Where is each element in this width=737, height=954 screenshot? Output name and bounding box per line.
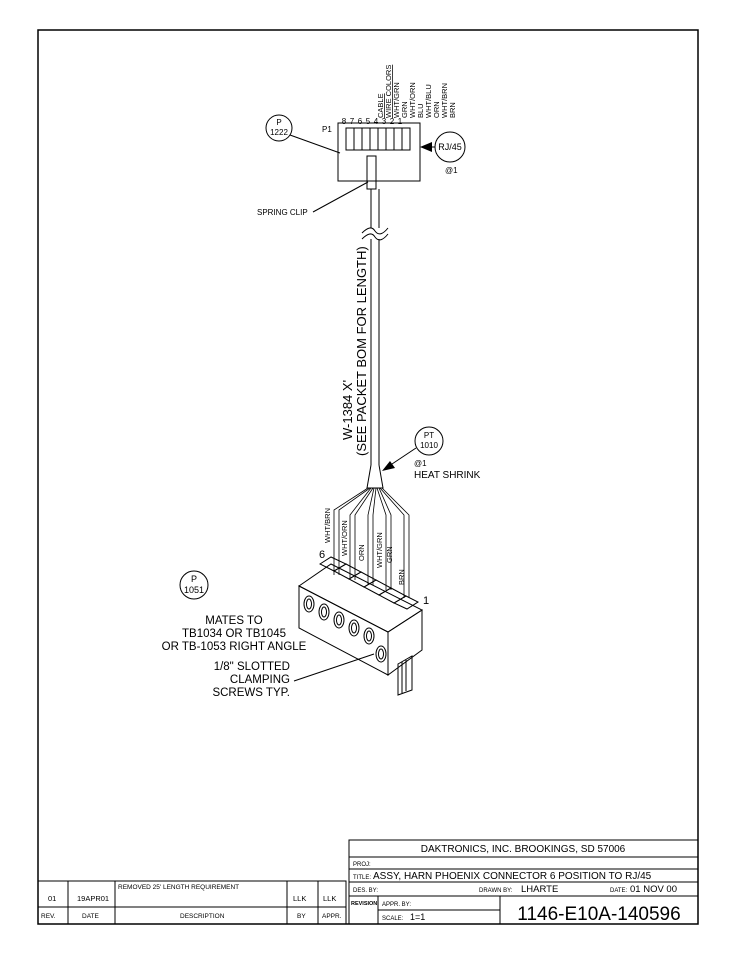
wire-label-orn: ORN (357, 544, 366, 561)
heat-shrink-label: HEAT SHRINK (414, 470, 481, 481)
heat-shrink (366, 464, 384, 489)
pin-number-6: 6 (358, 117, 363, 126)
wire-label-grn: GRN (385, 546, 394, 563)
svg-text:DATE: DATE (82, 913, 100, 920)
pin-color-2: GRN (400, 101, 409, 118)
des-label: DES. BY: (353, 888, 378, 894)
fanout-wires (333, 487, 410, 598)
svg-text:@1: @1 (445, 166, 458, 175)
wire-colors-header: CABLE (376, 93, 385, 118)
scale-label: SCALE: (382, 916, 404, 922)
p1-label: P1 (322, 125, 332, 134)
revision-label: REVISION (351, 901, 377, 907)
balloon-p1222: P 1222 (265, 114, 341, 154)
svg-text:P: P (191, 574, 197, 584)
title-label: TITLE: (353, 875, 371, 881)
pin-number-4: 4 (374, 117, 379, 126)
cable (361, 189, 389, 465)
balloon-p1051: P 1051 (179, 570, 209, 600)
rev-by: LLK (293, 894, 306, 903)
rev-appr: LLK (323, 894, 336, 903)
date-label: DATE: (610, 888, 628, 894)
screws-note: 1/8" SLOTTED CLAMPING SCREWS TYP. (212, 661, 290, 699)
pin-number-1: 1 (398, 117, 403, 126)
screws-leader (293, 653, 375, 682)
wire-color-legend: CABLE WIRE COLORS WHT/GRN GRN WHT/ORN BL… (376, 65, 457, 118)
company-name: DAKTRONICS, INC. BROOKINGS, SD 57006 (421, 844, 626, 855)
balloon-pt1010: PT 1010 (382, 426, 444, 471)
terminal-pin-1: 1 (423, 595, 429, 607)
svg-text:MATES TO: MATES TO (205, 615, 263, 627)
svg-text:OR TB-1053 RIGHT ANGLE: OR TB-1053 RIGHT ANGLE (162, 641, 307, 653)
svg-text:CLAMPING: CLAMPING (230, 674, 290, 686)
terminal-wire-labels: WHT/BRN WHT/ORN ORN WHT/GRN GRN BRN (323, 508, 406, 585)
phoenix-terminal-block (298, 556, 424, 696)
cable-length-note: (SEE PACKET BOM FOR LENGTH) (354, 246, 369, 456)
svg-text:SCREWS TYP.: SCREWS TYP. (212, 687, 290, 699)
spring-clip (366, 155, 377, 190)
pin-color-1: WHT/GRN (392, 82, 401, 118)
pin-number-2: 2 (390, 117, 395, 126)
rj45-callout: RJ/45 @1 (420, 131, 466, 175)
svg-text:1010: 1010 (420, 441, 438, 450)
rj45-connector (337, 122, 421, 190)
cable-part: W-1384 X' (340, 380, 355, 440)
appr-label: APPR. BY: (382, 902, 411, 908)
terminal-pin-6: 6 (319, 549, 325, 561)
wire-label-wht-grn: WHT/GRN (375, 532, 384, 568)
svg-text:P: P (276, 118, 281, 127)
pin-color-7: WHT/BRN (440, 83, 449, 118)
drawing-date: 01 NOV 00 (630, 884, 677, 895)
drawing-title: ASSY, HARN PHOENIX CONNECTOR 6 POSITION … (373, 871, 652, 882)
svg-text:BY: BY (297, 913, 306, 920)
rev-number: 01 (48, 894, 56, 903)
pin-color-5: WHT/BLU (424, 84, 433, 118)
heat-shrink-qty: @1 (414, 459, 427, 468)
revision-headers: REV. DATE DESCRIPTION BY APPR. (41, 913, 342, 920)
wire-label-wht-orn: WHT/ORN (340, 520, 349, 556)
pin-number-8: 8 (342, 117, 347, 126)
drawn-label: DRAWN BY: (479, 888, 513, 894)
p1-pin-numbers: 1 2 3 4 5 6 7 8 (342, 117, 403, 126)
svg-text:1051: 1051 (184, 585, 204, 595)
scale-value: 1=1 (410, 912, 425, 922)
svg-text:REV.: REV. (41, 913, 56, 920)
revision-row: 01 19APR01 REMOVED 25' LENGTH REQUIREMEN… (48, 884, 336, 903)
cable-label: W-1384 X' (SEE PACKET BOM FOR LENGTH) (340, 246, 369, 456)
svg-text:1/8" SLOTTED: 1/8" SLOTTED (214, 661, 290, 673)
svg-text:TB1034 OR TB1045: TB1034 OR TB1045 (182, 628, 286, 640)
title-block (348, 839, 699, 925)
sheet-border (37, 29, 699, 925)
pin-number-5: 5 (366, 117, 371, 126)
pin-number-7: 7 (350, 117, 355, 126)
wire-label-wht-brn: WHT/BRN (323, 508, 332, 543)
svg-text:RJ/45: RJ/45 (438, 142, 462, 152)
pin-color-4: BLU (416, 103, 425, 118)
spring-clip-leader (312, 181, 369, 213)
wire-colors-header-2: WIRE COLORS (384, 65, 393, 118)
rev-date: 19APR01 (77, 894, 109, 903)
svg-text:PT: PT (424, 431, 434, 440)
revision-block (37, 880, 347, 925)
pin-color-8: BRN (448, 102, 457, 118)
pin-color-6: ORN (432, 101, 441, 118)
mates-note: MATES TO TB1034 OR TB1045 OR TB-1053 RIG… (162, 615, 307, 653)
rev-description: REMOVED 25' LENGTH REQUIREMENT (118, 884, 239, 891)
spring-clip-label: SPRING CLIP (257, 208, 308, 217)
proj-label: PROJ: (353, 862, 371, 868)
wire-label-brn: BRN (397, 569, 406, 585)
svg-text:DESCRIPTION: DESCRIPTION (180, 913, 225, 920)
svg-text:1222: 1222 (270, 128, 288, 137)
pin-color-3: WHT/ORN (408, 82, 417, 118)
drawing-number: 1146-E10A-140596 (517, 904, 680, 925)
drawn-by: LHARTE (521, 884, 558, 895)
pin-number-3: 3 (382, 117, 387, 126)
svg-text:APPR.: APPR. (322, 913, 342, 920)
